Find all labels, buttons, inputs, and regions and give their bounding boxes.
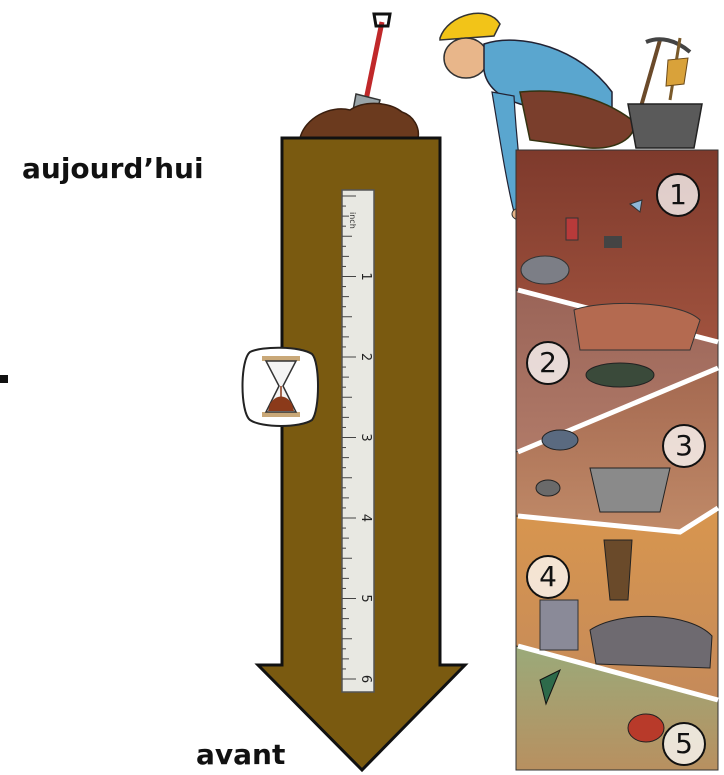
layer-number-badge-3: 3: [662, 424, 706, 468]
ruler-number: 2: [358, 353, 373, 361]
layer-number-badge-2: 2: [526, 341, 570, 385]
ruler-number: 1: [358, 272, 373, 280]
hourglass-icon: [243, 348, 319, 426]
ruler-unit: inch: [348, 212, 357, 229]
ruler-number: 4: [358, 514, 373, 522]
ruler-number: 5: [358, 594, 373, 602]
soil-mound: [300, 103, 418, 138]
ruler-number: 6: [358, 675, 373, 683]
layer-number-badge-4: 4: [526, 555, 570, 599]
layer-number-badge-5: 5: [662, 722, 706, 766]
ruler-number: 3: [358, 433, 373, 441]
layer-number-badge-1: 1: [656, 173, 700, 217]
bucket-icon: [628, 104, 702, 148]
